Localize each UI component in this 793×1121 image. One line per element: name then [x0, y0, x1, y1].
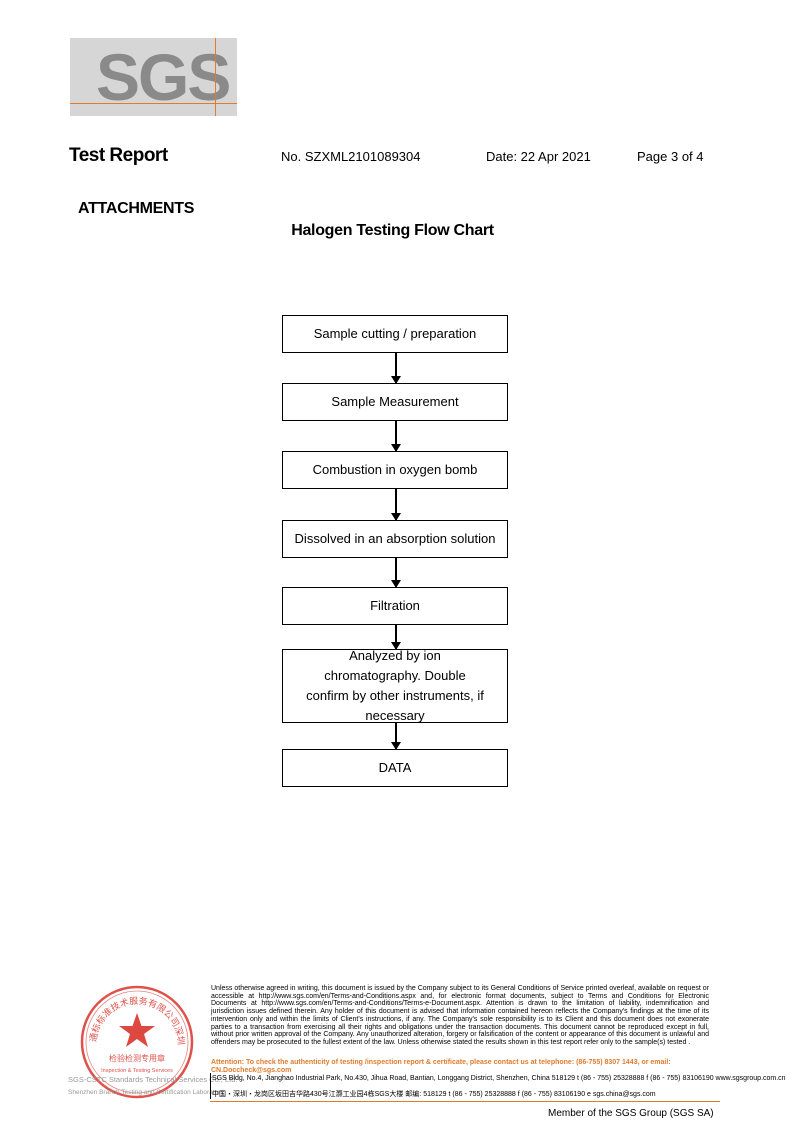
report-number: No. SZXML2101089304: [281, 149, 421, 164]
flow-step-7: DATA: [282, 749, 508, 787]
report-title: Test Report: [69, 145, 168, 166]
legal-disclaimer: Unless otherwise agreed in writing, this…: [211, 985, 709, 1046]
report-date: Date: 22 Apr 2021: [486, 149, 591, 164]
flow-chart-title: Halogen Testing Flow Chart: [291, 222, 494, 239]
flow-arrow-1: [391, 353, 401, 384]
flow-arrow-5: [391, 625, 401, 650]
stamp-cn-label: 检验检测专用章: [109, 1053, 165, 1063]
stamp-en-label: Inspection & Testing Services: [101, 1068, 173, 1074]
address-chinese: 中国・深圳・龙岗区坂田吉华路430号江灏工业园4栋SGS大楼 邮编: 51812…: [212, 1091, 656, 1098]
flow-arrow-3: [391, 489, 401, 521]
footer-divider: [210, 1101, 720, 1102]
page-number: Page 3 of 4: [637, 149, 704, 164]
sgs-group-membership: Member of the SGS Group (SGS SA): [548, 1108, 714, 1119]
flow-step-3: Combustion in oxygen bomb: [282, 451, 508, 489]
flow-step-2: Sample Measurement: [282, 383, 508, 421]
flow-step-5: Filtration: [282, 587, 508, 625]
authenticity-attention: Attention: To check the authenticity of …: [211, 1059, 671, 1074]
flow-arrow-2: [391, 421, 401, 452]
flow-arrow-4: [391, 558, 401, 588]
company-branch: Shenzhen Branch Testing and Certificatio…: [68, 1089, 224, 1096]
flow-step-1: Sample cutting / preparation: [282, 315, 508, 353]
flow-step-6: Analyzed by ion chromatography. Double c…: [282, 648, 508, 723]
logo-divider-vertical: [215, 38, 216, 116]
address-english: SGS Bldg, No.4, Jianghao Industrial Park…: [212, 1075, 786, 1082]
company-name: SGS-CSTC Standards Technical Services Co…: [68, 1075, 238, 1084]
section-title: ATTACHMENTS: [78, 200, 195, 217]
sgs-logo: SGS: [96, 40, 231, 114]
flow-step-4: Dissolved in an absorption solution: [282, 520, 508, 558]
company-seal-stamp: 通标标准技术服务有限公司深圳分公司 检验检测专用章 Inspection & T…: [78, 983, 194, 1099]
address-separator: [210, 1073, 211, 1099]
flow-arrow-6: [391, 723, 401, 750]
logo-divider-horizontal: [70, 103, 237, 104]
